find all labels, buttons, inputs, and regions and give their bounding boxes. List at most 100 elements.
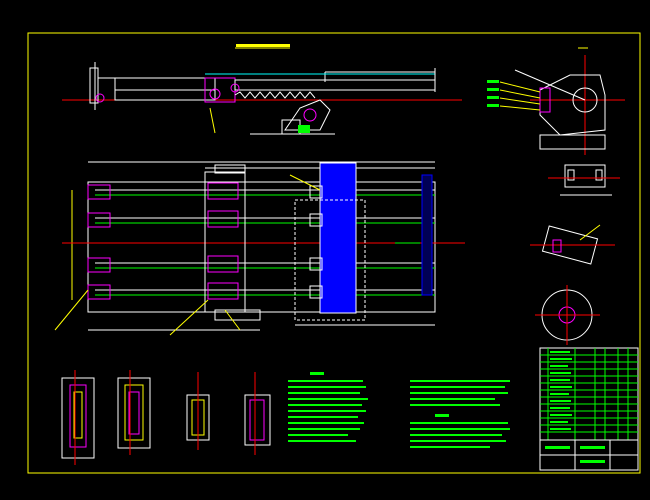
- notes-left-line-7: [288, 416, 358, 418]
- side-view-clamp: [539, 87, 551, 113]
- notes-right-line-3: [410, 392, 508, 394]
- elevation-left-frame: [89, 67, 99, 104]
- notes-left-line-5: [288, 404, 362, 406]
- section-detail-4: [244, 372, 271, 455]
- plan-right-unit-3: [309, 257, 323, 271]
- side-view-label-2: [487, 88, 499, 91]
- parts-entry-11: [550, 421, 568, 423]
- title-block: [539, 347, 639, 471]
- section-1-channel: [69, 384, 87, 448]
- plan-left-unit-1: [87, 184, 111, 200]
- side-view-label-3: [487, 96, 499, 99]
- plan-right-roller: [421, 174, 433, 296]
- section-1-frame: [61, 377, 95, 459]
- section-details: [61, 370, 271, 465]
- notes-left-line-1: [288, 380, 363, 382]
- parts-entry-2: [550, 358, 572, 360]
- parts-table-cols: [547, 348, 629, 440]
- bracket-detail: [548, 164, 620, 196]
- side-view-labels: [487, 80, 499, 107]
- plan-leader-3: [224, 309, 241, 331]
- plan-blue-block-outline: [319, 162, 357, 314]
- plan-right-unit-4: [309, 285, 323, 299]
- plan-left-unit-2: [87, 212, 111, 228]
- clamp-jaw: [552, 239, 562, 253]
- parts-entry-9: [550, 407, 570, 409]
- notes-left-line-4: [288, 398, 368, 400]
- side-view-leaders: [499, 81, 541, 111]
- section-1-core: [73, 391, 83, 439]
- parts-entry-5: [550, 379, 570, 381]
- plan-leader-2: [169, 299, 209, 336]
- notes-right-line-8: [410, 434, 502, 436]
- plan-carriage-bottom: [214, 309, 261, 321]
- plan-carriage-unit-2: [207, 210, 239, 228]
- elevation-drive-gear: [303, 108, 317, 122]
- section-detail-3: [186, 372, 210, 450]
- plan-carriage-unit-1: [207, 182, 239, 200]
- notes-left-heading: [310, 372, 324, 375]
- notes-right-line-1: [410, 380, 510, 382]
- parts-entry-4: [550, 372, 571, 374]
- elevation-drive-base: [281, 119, 301, 135]
- parts-entry-10: [550, 414, 572, 416]
- notes-left-column: [288, 372, 368, 442]
- side-view-leader-3: [499, 97, 541, 105]
- plan-carriage-unit-3: [207, 255, 239, 273]
- plan-view: [54, 161, 465, 336]
- section-detail-2: [117, 370, 151, 455]
- technical-notes: [288, 372, 510, 448]
- side-view-body: [539, 74, 606, 136]
- plan-outer-frame: [87, 181, 436, 313]
- plan-dashed-box: [294, 199, 366, 321]
- plan-right-unit-1: [309, 185, 323, 199]
- side-view-label-4: [487, 104, 499, 107]
- notes-right-heading: [435, 414, 449, 417]
- notes-left-line-6: [288, 410, 366, 412]
- section-detail-1: [61, 370, 95, 465]
- parts-entry-1: [550, 351, 570, 353]
- notes-right-line-5: [410, 404, 500, 406]
- notes-left-line-8: [288, 422, 364, 424]
- parts-table-rows: [540, 354, 638, 441]
- plan-left-units: [87, 184, 111, 300]
- notes-right-line-9: [410, 440, 506, 442]
- title-cell-text-2: [580, 446, 605, 449]
- parts-entry-8: [550, 400, 571, 402]
- bracket-hole-right: [595, 169, 603, 181]
- elevation-wheel-mid: [209, 88, 221, 100]
- plan-leader-4: [289, 174, 321, 191]
- side-view: [487, 47, 625, 155]
- parts-entry-12: [550, 428, 571, 430]
- side-view-leader-4: [499, 105, 541, 111]
- notes-right-line-7: [410, 428, 510, 430]
- parts-entry-7: [550, 393, 569, 395]
- side-view-leader-1: [499, 81, 541, 93]
- elevation-wheel-left: [95, 93, 105, 103]
- parts-entry-6: [550, 386, 572, 388]
- plan-carriage-column: [204, 171, 246, 313]
- notes-left-line-9: [288, 428, 360, 430]
- drawing-frame: [27, 32, 641, 474]
- notes-right-line-6: [410, 422, 508, 424]
- parts-table-entries: [550, 351, 572, 430]
- side-view-base: [539, 134, 606, 150]
- bracket-body: [564, 164, 606, 188]
- section-4-core: [249, 399, 265, 441]
- notes-left-line-2: [288, 386, 366, 388]
- plan-carriage-units: [207, 182, 239, 300]
- notes-right-line-2: [410, 386, 505, 388]
- elevation-title-text: [236, 44, 290, 47]
- title-cell-text-1: [545, 446, 570, 449]
- elevation-view: [62, 44, 462, 135]
- side-view-arm: [514, 69, 586, 101]
- plan-right-unit-2: [309, 213, 323, 227]
- elevation-chain: [234, 91, 316, 99]
- section-2-frame: [117, 377, 151, 449]
- outer-border: [27, 32, 641, 474]
- elevation-drive-motor: [298, 125, 310, 133]
- notes-right-line-4: [410, 398, 495, 400]
- notes-right-column: [410, 380, 510, 448]
- elevation-beam: [114, 77, 216, 101]
